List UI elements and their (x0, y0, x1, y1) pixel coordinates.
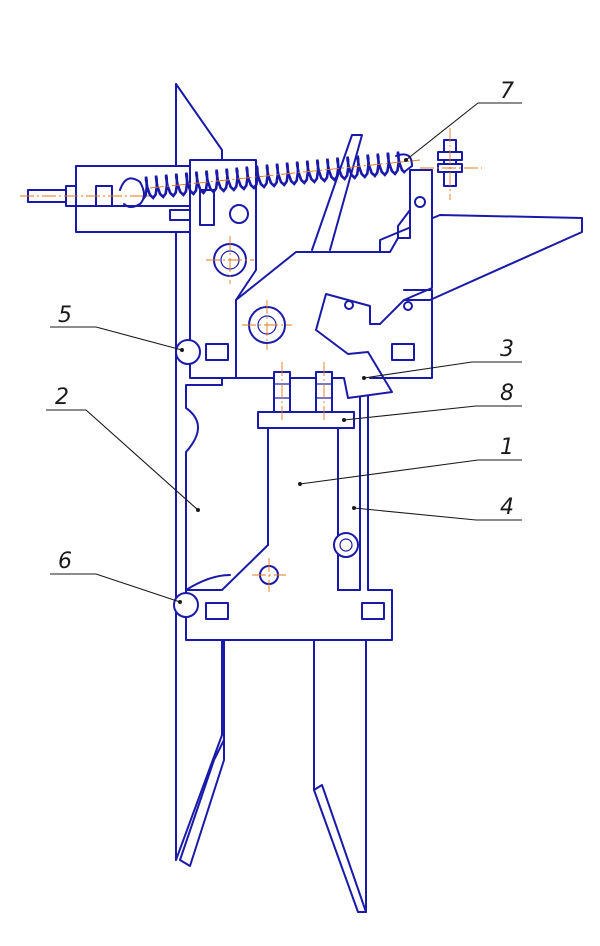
callout-4: 4 (352, 495, 522, 521)
spring-anchor (20, 165, 191, 233)
lower-blades (179, 639, 367, 913)
callout-label-8: 8 (500, 381, 514, 406)
callout-1: 1 (298, 435, 522, 486)
spring-part-7 (119, 151, 421, 208)
callout-6: 6 (50, 549, 182, 604)
clamp-part-8 (257, 362, 355, 429)
column-part-1 (185, 377, 393, 641)
roller-part-5 (175, 339, 201, 365)
adjusting-bolt (420, 128, 482, 200)
callout-2: 2 (46, 385, 200, 512)
callout-label-5: 5 (58, 303, 72, 328)
roller-part-6 (173, 574, 231, 618)
callout-label-6: 6 (58, 549, 72, 574)
callout-label-1: 1 (500, 435, 514, 460)
inclined-bar (311, 134, 363, 251)
callout-7: 7 (404, 79, 522, 162)
callout-label-3: 3 (500, 337, 514, 362)
callout-label-7: 7 (500, 79, 514, 104)
upper-housing (189, 159, 257, 379)
callout-5: 5 (50, 303, 184, 352)
callout-label-4: 4 (500, 495, 514, 520)
callout-8: 8 (342, 381, 522, 422)
callout-3: 3 (362, 337, 522, 380)
latch-part-3 (235, 169, 433, 399)
callout-label-2: 2 (55, 385, 69, 410)
